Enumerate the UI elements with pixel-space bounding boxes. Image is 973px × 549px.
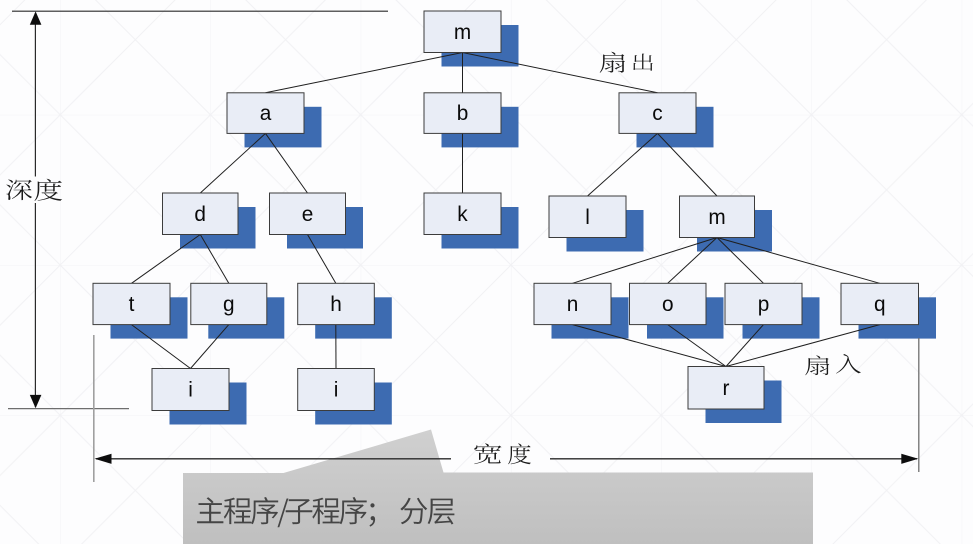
svg-text:o: o [662, 293, 674, 316]
svg-text:m: m [708, 206, 725, 229]
svg-text:m: m [454, 21, 471, 44]
svg-text:c: c [652, 102, 662, 125]
svg-text:r: r [723, 377, 730, 400]
svg-text:p: p [758, 293, 770, 316]
svg-text:i: i [334, 379, 339, 402]
svg-text:l: l [585, 206, 590, 229]
svg-text:g: g [223, 293, 235, 316]
svg-text:n: n [567, 293, 579, 316]
svg-text:h: h [330, 293, 342, 316]
svg-text:d: d [194, 203, 206, 226]
svg-text:k: k [457, 203, 468, 226]
svg-text:a: a [260, 102, 272, 125]
svg-text:i: i [188, 379, 193, 402]
svg-text:t: t [129, 293, 135, 316]
svg-text:e: e [302, 203, 314, 226]
svg-text:b: b [457, 102, 469, 125]
svg-text:q: q [874, 293, 886, 316]
